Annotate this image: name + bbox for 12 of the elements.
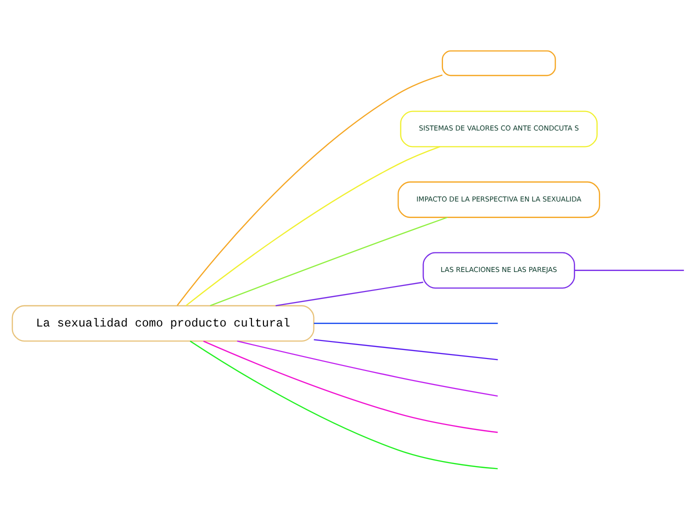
connector: [176, 74, 443, 306]
node-box: [442, 50, 556, 76]
connector: [210, 216, 448, 306]
connector: [186, 146, 440, 306]
connector: [574, 270, 684, 271]
connector: [276, 282, 424, 306]
connector: [190, 340, 498, 470]
connector: [314, 322, 498, 324]
connector: [203, 340, 498, 433]
connector: [314, 339, 498, 360]
connector: [237, 340, 498, 397]
node-box: La sexualidad como producto cultural: [12, 305, 314, 342]
